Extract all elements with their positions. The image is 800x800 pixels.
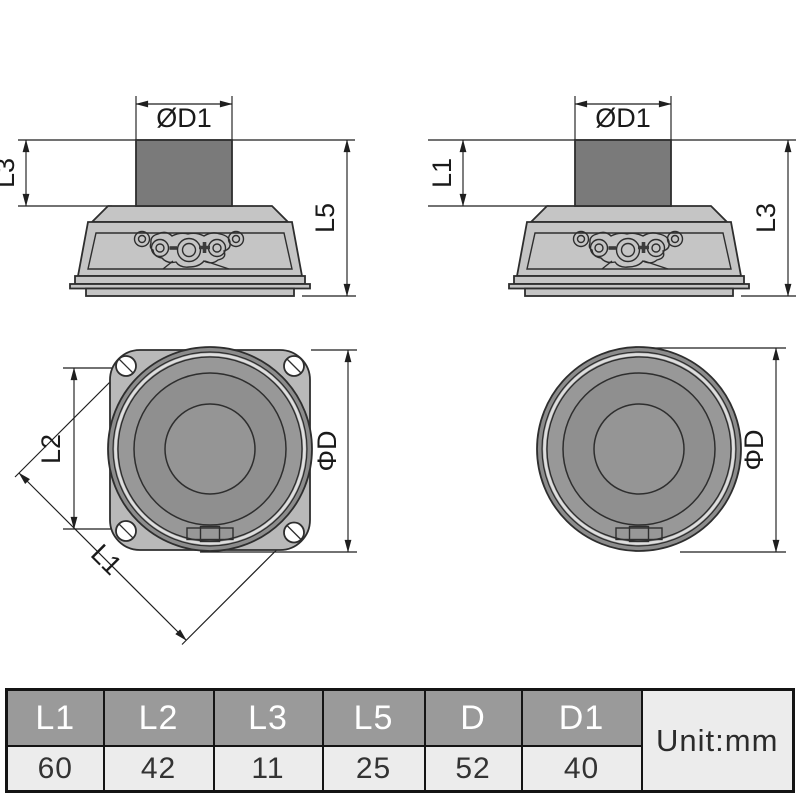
table-header-row: L1 L2 L3 L5 D D1 Unit:mm — [5, 688, 795, 793]
side-view-left: ØD1 L3 L5 — [0, 96, 356, 297]
front-view-square: L2 L1 ΦD — [14, 345, 357, 645]
table-value-row: 60 42 11 25 52 40 — [5, 745, 794, 793]
speaker-side-view — [508, 139, 750, 297]
mounting-hole — [115, 355, 137, 377]
value-cell-l3: 11 — [212, 745, 324, 793]
dim-label-l3: L3 — [0, 158, 20, 188]
speaker-side-view — [69, 139, 311, 297]
dim-magnet-diameter: ØD1 — [574, 100, 672, 133]
side-view-right: ØD1 L1 L3 — [427, 96, 796, 297]
mounting-hole — [283, 355, 305, 377]
extension-lines — [646, 347, 786, 553]
value-cell-d: 52 — [423, 745, 523, 793]
header-cell-d: D — [423, 688, 523, 747]
dim-total-height: L3 — [751, 139, 792, 297]
technical-drawing: ØD1 L3 L5 ØD1 L1 L3 — [0, 96, 796, 645]
header-cell-l5: L5 — [321, 688, 426, 747]
dim-magnet-diameter: ØD1 — [135, 100, 233, 133]
header-cell-l3: L3 — [212, 688, 324, 747]
mounting-hole — [283, 521, 305, 544]
driver-face-square — [106, 345, 314, 553]
value-cell-d1: 40 — [520, 745, 643, 793]
dim-label-d1: ØD1 — [156, 103, 212, 133]
dimension-table: L1 L2 L3 L5 D D1 Unit:mm 60 42 11 25 52 … — [5, 688, 795, 793]
dim-label-l5: L5 — [310, 203, 340, 233]
value-cell-l5: 25 — [321, 745, 426, 793]
header-cell-d1: D1 — [520, 688, 643, 747]
unit-cell: Unit:mm — [640, 688, 795, 793]
dim-magnet-height: L3 — [0, 139, 30, 207]
dim-label-l3: L3 — [751, 203, 781, 233]
dim-label-l1: L1 — [427, 158, 457, 188]
value-cell-l2: 42 — [102, 745, 215, 793]
dim-diameter: ΦD — [739, 347, 780, 553]
dim-label-d1: ØD1 — [595, 103, 651, 133]
header-cell-l2: L2 — [102, 688, 215, 747]
dim-label-l2: L2 — [36, 434, 66, 464]
dim-total-height: L5 — [310, 139, 351, 297]
value-cell-l1: 60 — [5, 745, 105, 793]
mounting-hole — [115, 520, 137, 542]
dim-label-d: ΦD — [739, 429, 769, 470]
header-cell-l1: L1 — [5, 688, 105, 747]
dim-label-d: ΦD — [312, 430, 342, 471]
driver-face-round — [535, 345, 743, 553]
dim-magnet-height: L1 — [427, 139, 467, 207]
front-view-round: ΦD — [535, 345, 786, 553]
dim-hole-span: L2 — [36, 367, 78, 530]
dim-frame-size: ΦD — [312, 349, 352, 553]
